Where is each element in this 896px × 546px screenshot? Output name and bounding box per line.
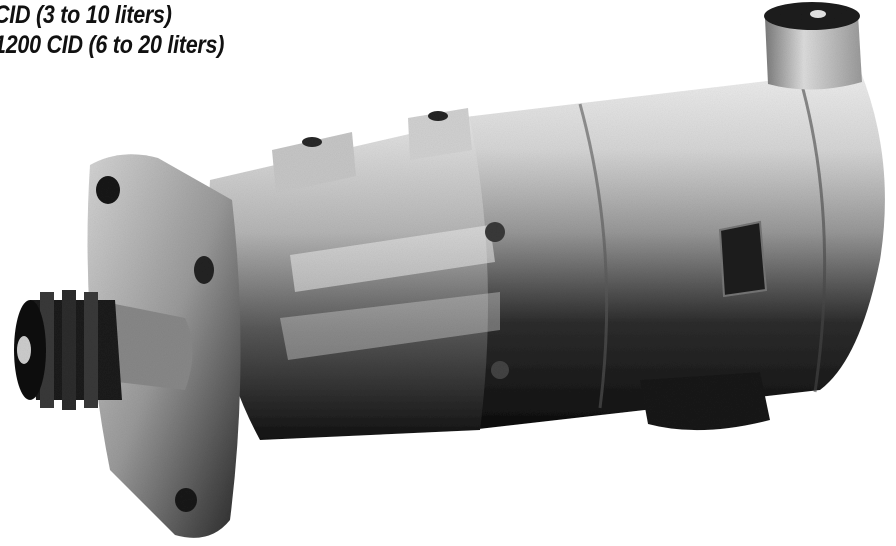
product-caption: CID (3 to 10 liters) 1200 CID (6 to 20 l… — [0, 0, 224, 60]
pinion-gear — [14, 290, 122, 410]
flange-bolt-hole-3 — [175, 488, 197, 512]
boss-hole — [302, 137, 322, 147]
side-bolt-2 — [491, 361, 509, 379]
terminal-bolt — [810, 10, 826, 18]
housing-ridge — [290, 225, 495, 292]
bottom-boss — [640, 372, 770, 431]
flange-bolt-hole-2 — [194, 256, 214, 284]
mounting-boss-2 — [408, 108, 472, 160]
side-bolt — [485, 222, 505, 242]
motor-barrel — [438, 70, 885, 430]
flange-bolt-hole — [96, 176, 120, 204]
barrel-band — [578, 103, 609, 409]
mounting-boss — [272, 132, 356, 194]
caption-line-2: 1200 CID (6 to 20 liters) — [0, 31, 225, 59]
side-connector — [718, 220, 768, 298]
boss-hole-2 — [428, 111, 448, 121]
housing-ridge-2 — [280, 292, 500, 360]
barrel-band-2 — [798, 77, 827, 393]
caption-line-1: CID (3 to 10 liters) — [0, 1, 172, 29]
